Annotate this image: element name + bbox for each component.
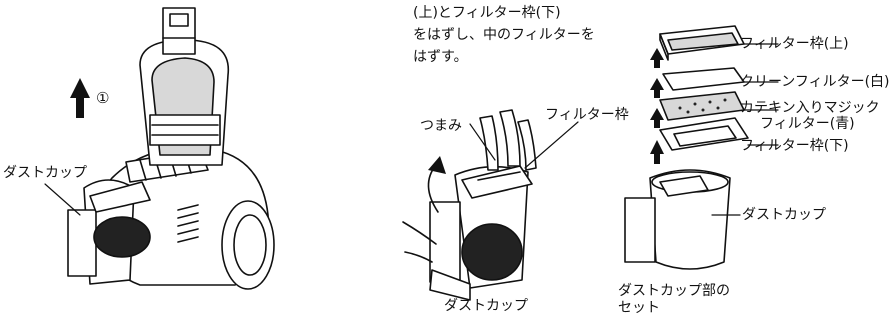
filter-removal-illustration	[402, 109, 579, 301]
label-filter-frame: フィルター枠	[545, 107, 629, 123]
label-filter-frame-bottom: フィルター枠(下)	[740, 138, 849, 154]
label-catechin-filter-line-1: カテキン入りマジック	[740, 100, 880, 116]
instruction-line-2: をはずし、中のフィルターを	[413, 27, 595, 43]
filter-stack-illustration	[624, 25, 779, 270]
instruction-line-1: (上)とフィルター枠(下)	[413, 5, 561, 21]
label-knob: つまみ	[420, 118, 462, 134]
step-marker: ①	[96, 89, 110, 107]
label-dust-cup-set-line-2: セット	[618, 300, 660, 316]
instruction-text: (上)とフィルター枠(下) をはずし、中のフィルターを はずす。	[413, 2, 595, 68]
label-filter-frame-top: フィルター枠(上)	[740, 36, 849, 52]
label-dust-cup-set-line-1: ダストカップ部の	[618, 283, 730, 299]
label-dust-cup-left: ダストカップ	[3, 165, 87, 181]
vacuum-cleaner-illustration	[44, 7, 275, 290]
label-dust-cup-right: ダストカップ	[742, 207, 826, 223]
label-dust-cup-bottom: ダストカップ	[444, 298, 528, 314]
label-catechin-filter-line-2: フィルター(青)	[760, 116, 855, 132]
instruction-line-3: はずす。	[413, 49, 468, 65]
label-clean-filter: クリーンフィルター(白)	[740, 74, 890, 90]
